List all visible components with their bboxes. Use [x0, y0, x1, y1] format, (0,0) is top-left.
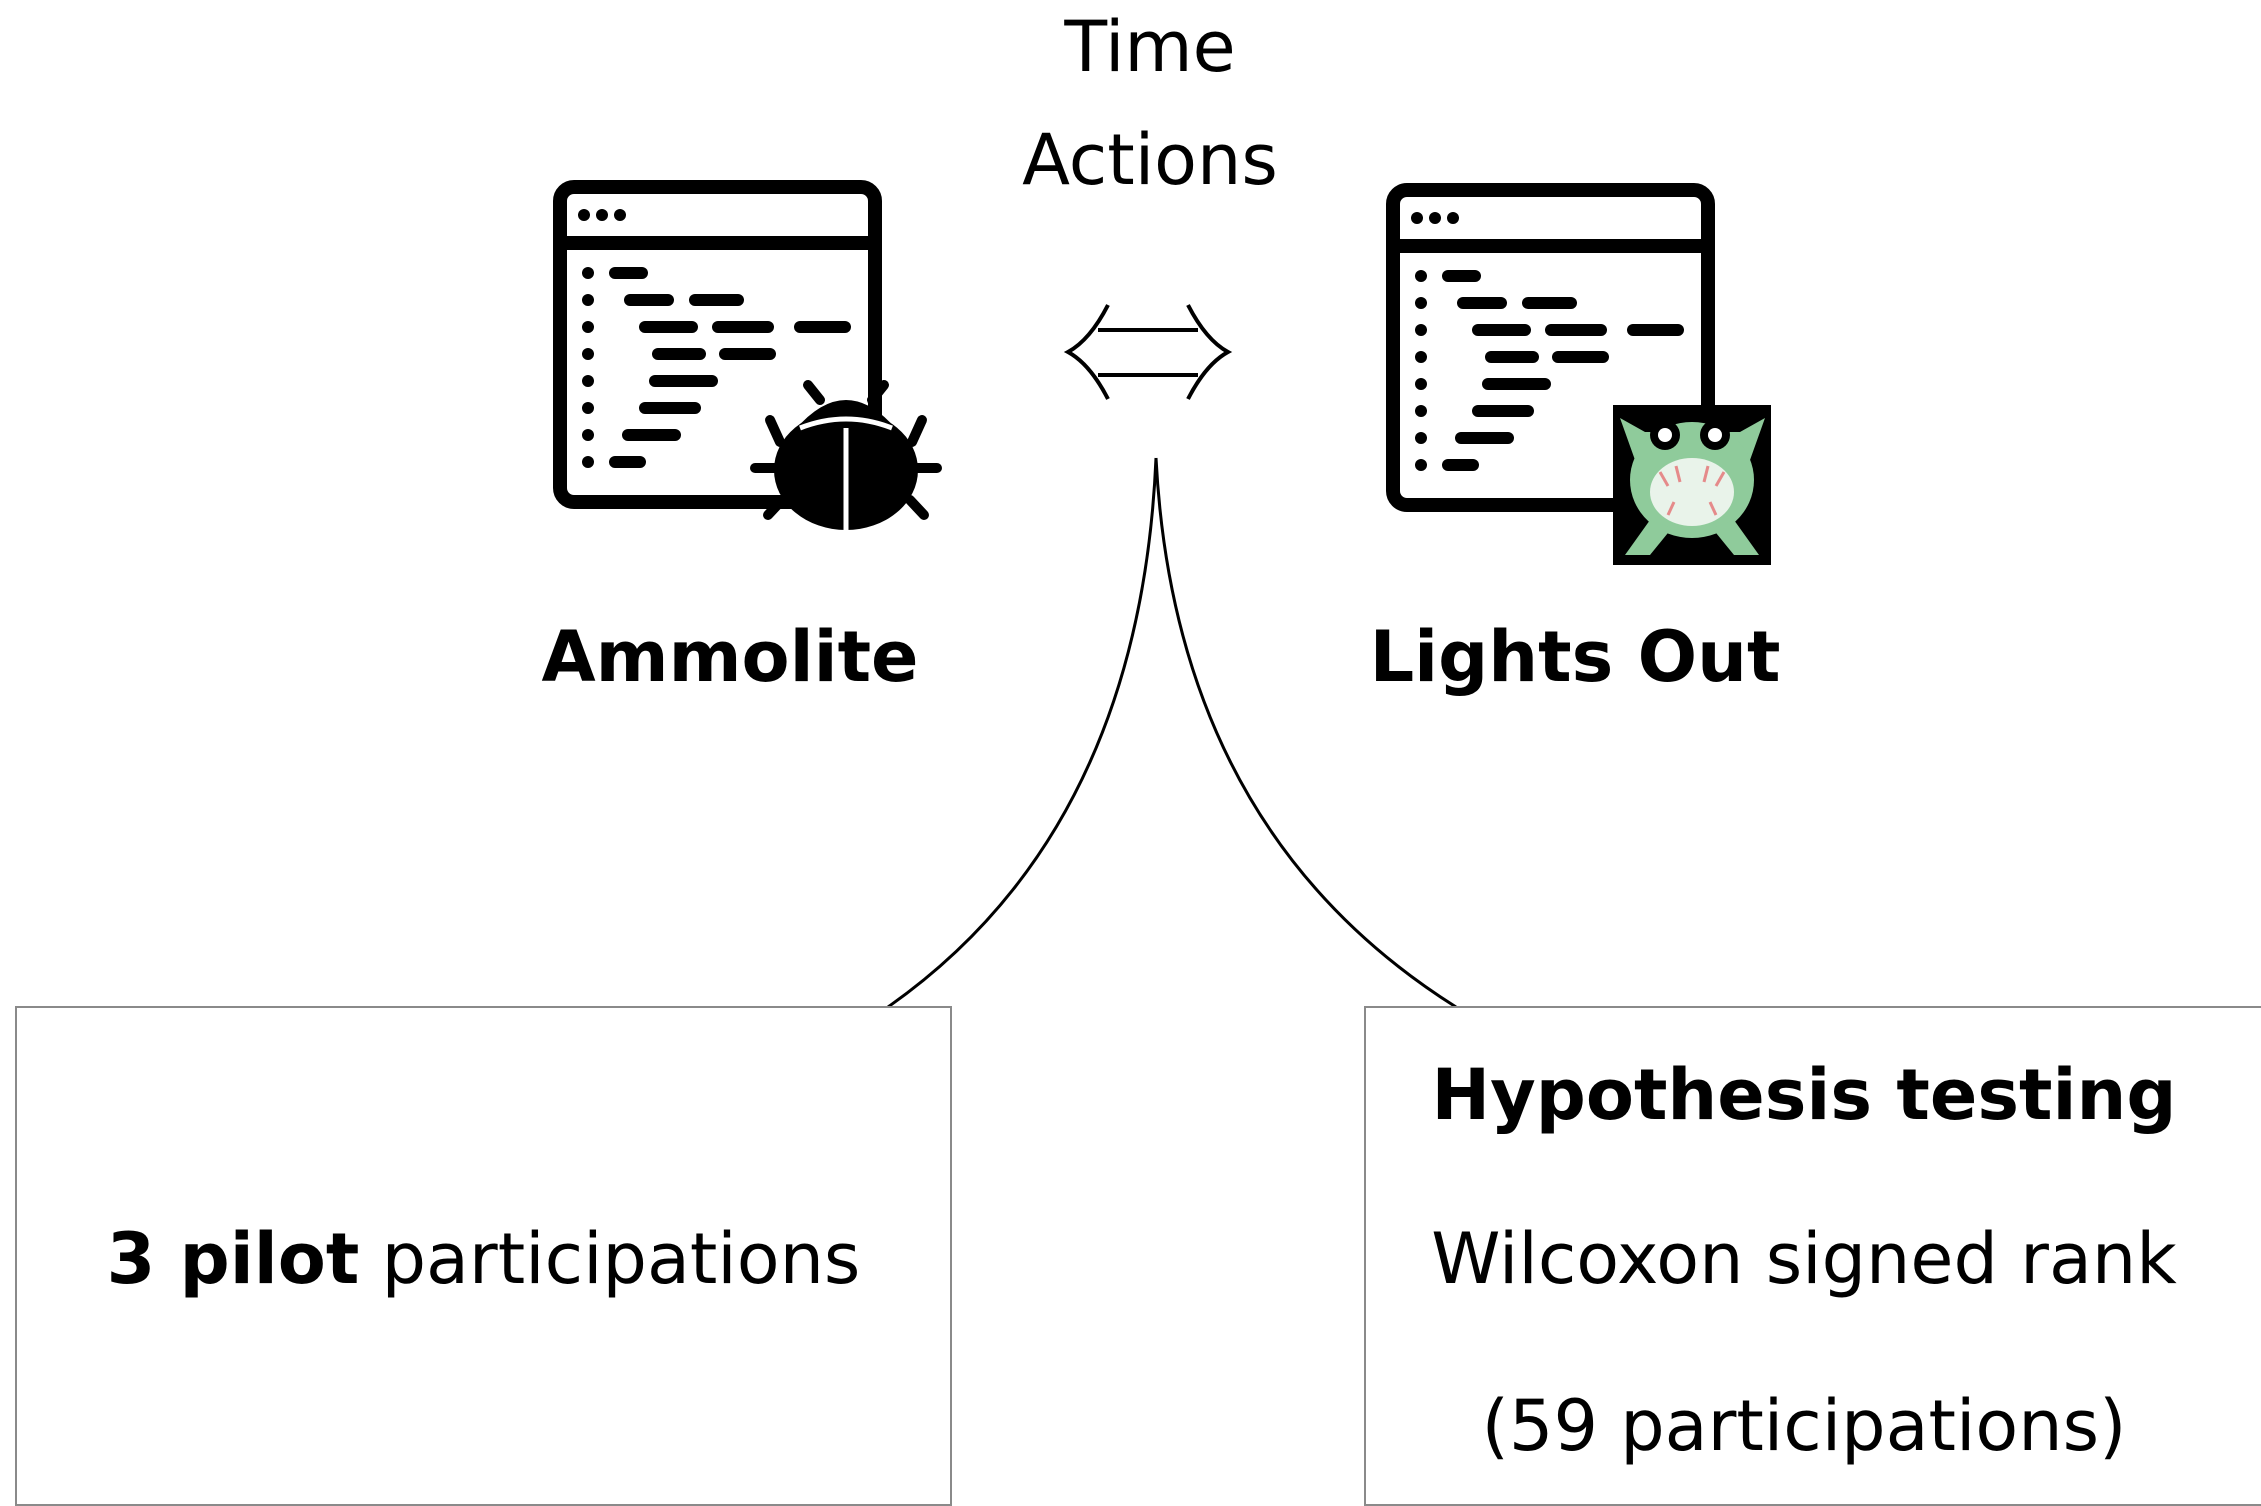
hypothesis-title: Hypothesis testing [1431, 1054, 2177, 1136]
comparison-arrow-icon [1063, 304, 1233, 400]
pilot-box: 3 pilot participations [15, 1006, 952, 1506]
hypothesis-participants: (59 participations) [1481, 1385, 2127, 1467]
pilot-rest: participations [359, 1218, 861, 1300]
tool-name-ammolite: Ammolite [541, 616, 919, 698]
metric-actions: Actions [1022, 119, 1278, 201]
metric-time: Time [1064, 6, 1236, 88]
tool-name-lights-out: Lights Out [1369, 616, 1781, 698]
code-editor-icon-right [1386, 183, 1715, 512]
monster-icon [1613, 405, 1771, 565]
code-editor-icon-left [553, 180, 882, 509]
hypothesis-box: Hypothesis testing Wilcoxon signed rank … [1364, 1006, 2261, 1506]
pilot-count: 3 pilot [106, 1218, 360, 1300]
pilot-text: 3 pilot participations [17, 1224, 950, 1294]
bug-icon [750, 380, 942, 530]
branch-connector [887, 457, 1457, 1009]
hypothesis-method: Wilcoxon signed rank [1431, 1218, 2177, 1300]
